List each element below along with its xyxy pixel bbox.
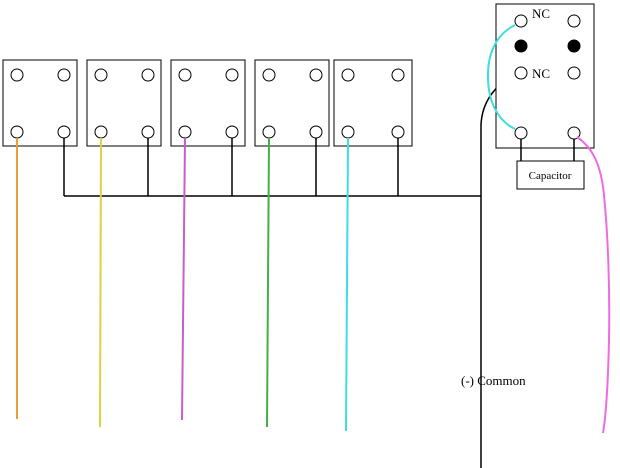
common-label: (-) Common xyxy=(461,373,526,388)
terminal-nc-mid xyxy=(514,66,528,80)
terminal xyxy=(391,125,405,139)
motor-box: NC NC xyxy=(495,3,595,149)
wire-yellow xyxy=(99,137,102,428)
wire-cyan-jumper xyxy=(486,24,516,130)
terminal xyxy=(94,68,108,82)
wire-green xyxy=(266,137,270,428)
terminal xyxy=(309,125,323,139)
terminal xyxy=(309,68,323,82)
capacitor-label: Capacitor xyxy=(529,170,572,182)
terminal xyxy=(94,125,108,139)
terminal-filled xyxy=(514,39,528,53)
terminal xyxy=(57,68,71,82)
nc-mid-label: NC xyxy=(532,66,550,81)
terminal xyxy=(262,68,276,82)
switch-wires xyxy=(16,137,349,432)
wire-magenta xyxy=(576,136,611,434)
switch-box-2 xyxy=(86,59,162,147)
switch-box-3 xyxy=(170,59,246,147)
terminal xyxy=(567,66,581,80)
terminal xyxy=(225,125,239,139)
capacitor-outline xyxy=(516,160,585,190)
terminal xyxy=(262,125,276,139)
terminal-filled xyxy=(567,39,581,53)
terminal xyxy=(567,14,581,28)
terminal xyxy=(341,68,355,82)
terminal xyxy=(391,68,405,82)
wire-cyan xyxy=(345,137,349,432)
terminal xyxy=(57,125,71,139)
nc-top-label: NC xyxy=(532,6,550,21)
terminal xyxy=(178,68,192,82)
terminal xyxy=(10,68,24,82)
capacitor: Capacitor xyxy=(516,139,585,190)
terminal xyxy=(10,125,24,139)
terminal xyxy=(141,68,155,82)
terminal xyxy=(178,125,192,139)
terminal-capacitor-left xyxy=(514,126,528,140)
terminal-nc-top xyxy=(514,14,528,28)
terminal xyxy=(341,125,355,139)
switch-box-5 xyxy=(333,59,413,147)
terminal xyxy=(141,125,155,139)
switch-box-1 xyxy=(2,59,78,147)
terminal xyxy=(225,68,239,82)
switch-box-4 xyxy=(254,59,330,147)
wire-purple xyxy=(181,137,186,421)
